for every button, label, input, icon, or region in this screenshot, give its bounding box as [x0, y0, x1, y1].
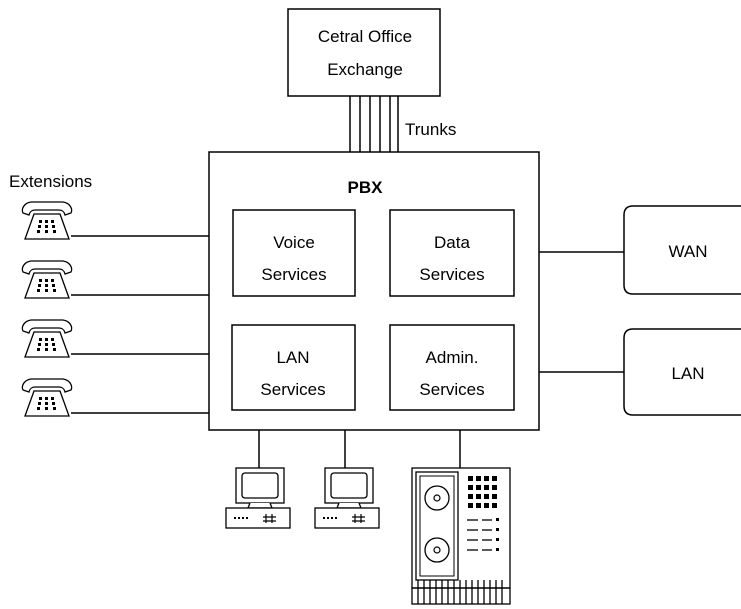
lan-services-line2: Services	[260, 380, 325, 399]
wan-label: WAN	[668, 242, 707, 261]
lan-services-line1: LAN	[276, 348, 309, 367]
pbx-title: PBX	[348, 178, 384, 197]
central-office-box	[287, 8, 441, 97]
trunks-label: Trunks	[405, 120, 456, 139]
computer-terminal-icon	[314, 467, 380, 529]
extension-lines	[71, 235, 209, 414]
bottom-links	[258, 430, 461, 468]
admin-services-line1: Admin.	[426, 348, 479, 367]
lan-services-box	[231, 324, 356, 411]
wan-box	[623, 205, 741, 295]
extensions-label: Extensions	[9, 172, 92, 191]
lan-label: LAN	[671, 364, 704, 383]
admin-services-box	[389, 324, 515, 411]
voice-services-line1: Voice	[273, 233, 315, 252]
data-services-line1: Data	[434, 233, 470, 252]
trunk-lines	[349, 96, 399, 152]
voice-services-line2: Services	[261, 265, 326, 284]
voice-services-box	[232, 209, 356, 297]
data-services-box	[389, 209, 515, 297]
computer-terminal-icon	[225, 467, 291, 529]
central-office-label-line1: Cetral Office	[318, 27, 412, 46]
central-office-label-line2: Exchange	[327, 60, 403, 79]
data-services-line2: Services	[419, 265, 484, 284]
telephone-icon	[21, 378, 73, 417]
admin-services-line2: Services	[419, 380, 484, 399]
telephone-icon	[21, 201, 73, 240]
pbx-box	[208, 151, 540, 431]
server-cabinet-icon	[411, 467, 511, 605]
telephone-icon	[21, 260, 73, 299]
telephone-icon	[21, 319, 73, 358]
